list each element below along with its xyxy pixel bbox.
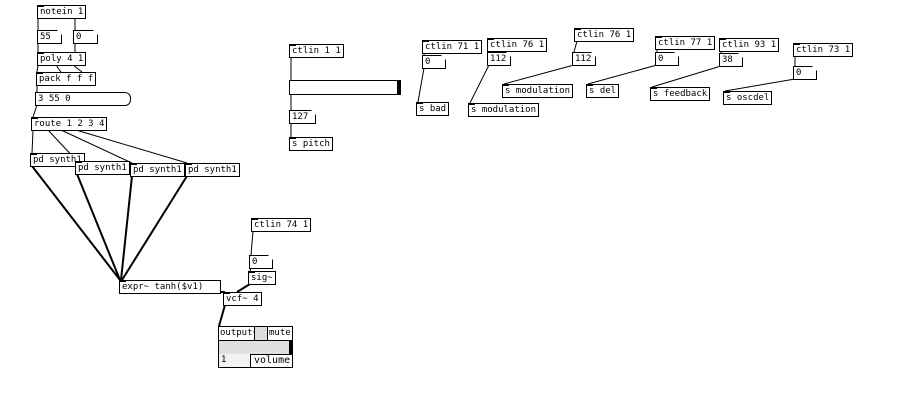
pack-object[interactable]: pack f f f xyxy=(36,72,97,86)
number-box-pitch[interactable]: 127 xyxy=(289,110,316,124)
number-box-note[interactable]: 55 xyxy=(37,30,62,44)
number-box-velocity[interactable]: 0 xyxy=(73,30,98,44)
send-oscdel-object[interactable]: s oscdel xyxy=(723,91,773,105)
ctlin-76-object-2[interactable]: ctlin 76 1 xyxy=(574,28,635,42)
route-object[interactable]: route 1 2 3 4 xyxy=(31,117,108,131)
number-box-cc73[interactable]: 0 xyxy=(793,66,817,80)
ctlin-71-object[interactable]: ctlin 71 1 xyxy=(422,40,483,54)
number-box-cc74[interactable]: 0 xyxy=(249,255,273,269)
number-box-cc71[interactable]: 0 xyxy=(422,55,446,69)
send-modulation-object-2[interactable]: s modulation xyxy=(502,84,574,98)
synth-subpatch-3[interactable]: pd synth1 xyxy=(130,163,185,177)
number-box-cc76-2[interactable]: 112 xyxy=(572,52,596,66)
output-label: output~ xyxy=(220,328,258,338)
number-box-cc93[interactable]: 38 xyxy=(719,53,743,67)
send-modulation-object[interactable]: s modulation xyxy=(468,103,540,117)
notein-object[interactable]: notein 1 xyxy=(37,5,87,19)
mute-toggle[interactable] xyxy=(254,327,268,340)
number-box-cc76[interactable]: 112 xyxy=(487,52,511,66)
poly-object[interactable]: poly 4 1 xyxy=(37,52,87,66)
send-del-object[interactable]: s del xyxy=(586,84,620,98)
expr-object[interactable]: expr~ tanh($v1) xyxy=(119,280,221,294)
volume-slider-knob[interactable] xyxy=(289,341,292,354)
synth-subpatch-2[interactable]: pd synth1 xyxy=(75,161,130,175)
ctlin-76-object[interactable]: ctlin 76 1 xyxy=(487,38,548,52)
pitch-hslider[interactable] xyxy=(289,80,401,95)
output-abstraction: output~ mute 1 volume xyxy=(218,326,293,368)
slider-knob[interactable] xyxy=(397,81,400,94)
ctlin-74-object[interactable]: ctlin 74 1 xyxy=(251,218,312,232)
ctlin-77-object[interactable]: ctlin 77 1 xyxy=(655,36,716,50)
volume-label: volume xyxy=(254,355,291,366)
send-feedback-object[interactable]: s feedback xyxy=(650,87,711,101)
send-pitch-object[interactable]: s pitch xyxy=(289,137,333,151)
number-box-cc77[interactable]: 0 xyxy=(655,52,679,66)
ctlin-73-object[interactable]: ctlin 73 1 xyxy=(793,43,854,57)
volume-number-box[interactable]: 1 xyxy=(219,354,251,367)
ctlin-1-object[interactable]: ctlin 1 1 xyxy=(289,44,344,58)
synth-subpatch-4[interactable]: pd synth1 xyxy=(185,163,240,177)
sig-object[interactable]: sig~ xyxy=(248,271,276,285)
synth-subpatch-1[interactable]: pd synth1 xyxy=(30,153,85,167)
volume-slider[interactable] xyxy=(219,340,292,355)
vcf-object[interactable]: vcf~ 4 xyxy=(223,292,262,306)
ctlin-93-object[interactable]: ctlin 93 1 xyxy=(719,38,780,52)
send-bad-object[interactable]: s bad xyxy=(416,102,450,116)
message-box[interactable]: 3 55 0 xyxy=(35,92,131,106)
mute-label: mute xyxy=(269,328,291,338)
